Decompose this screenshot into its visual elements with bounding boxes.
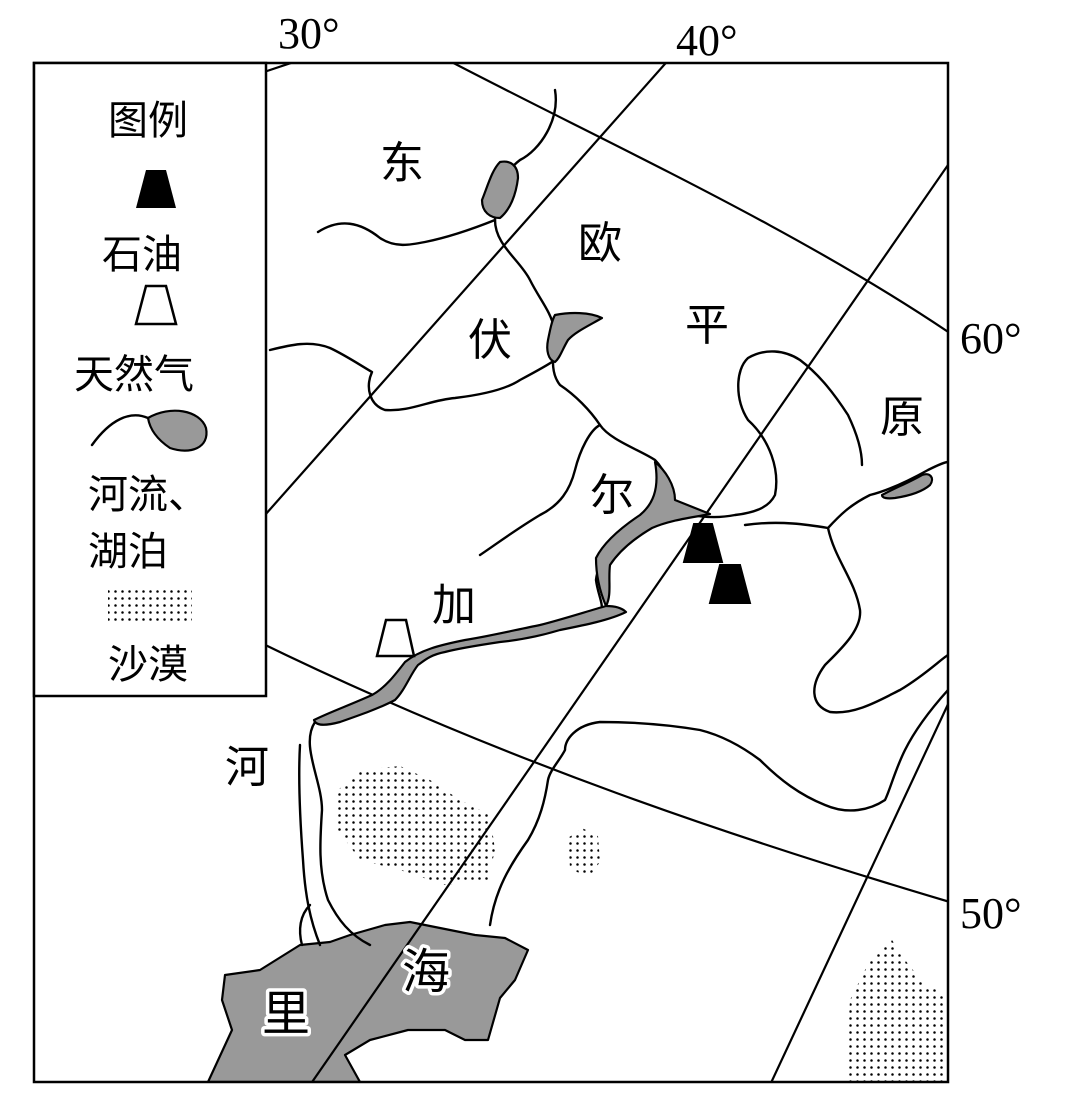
legend-desert-label: 沙漠 <box>108 642 188 688</box>
rybinsk-reservoir <box>480 160 520 220</box>
volga-delta-channel <box>297 743 322 947</box>
legend-gas-label: 天然气 <box>74 352 194 398</box>
latitude-label-50: 50° <box>960 889 1022 938</box>
tributary-ural <box>488 688 948 927</box>
label-hai: 海 <box>402 944 450 1000</box>
oil-field-symbol <box>682 523 724 563</box>
legend-oil-label: 石油 <box>102 232 182 278</box>
desert-area-central <box>338 766 495 885</box>
label-dong: 东 <box>380 138 424 189</box>
label-ou: 欧 <box>578 218 622 269</box>
longitude-label-30: 30° <box>278 9 340 58</box>
label-he: 河 <box>225 742 269 793</box>
legend-river-lake-label-1: 河流、 <box>88 472 208 518</box>
east-lake <box>880 473 934 500</box>
legend-title: 图例 <box>108 98 188 144</box>
gorky-reservoir <box>546 311 604 364</box>
gas-field-symbol <box>375 618 416 658</box>
legend-oil-icon <box>136 170 176 208</box>
legend-river-icon <box>90 414 150 447</box>
legend-river-lake-label-2: 湖泊 <box>88 529 168 575</box>
tributary-east <box>743 460 948 530</box>
volga-delta-channel-2 <box>298 903 312 947</box>
latitude-line-60 <box>451 63 948 334</box>
legend-gas-icon <box>134 284 178 326</box>
latitude-label-60: 60° <box>960 314 1022 363</box>
latitude-line-55 <box>254 639 948 903</box>
label-li: 里 <box>262 986 310 1042</box>
longitude-line-30 <box>264 63 668 516</box>
tributary-kama <box>666 350 864 519</box>
oil-field-symbol <box>708 564 752 604</box>
desert-area-southeast <box>845 940 948 1082</box>
longitude-line-40 <box>310 164 948 1082</box>
tributary-southeast-loop <box>813 526 948 714</box>
longitude-line-east <box>770 701 948 1082</box>
label-ping: 平 <box>685 300 729 351</box>
label-yuan: 原 <box>880 392 924 443</box>
longitude-label-40: 40° <box>676 16 738 65</box>
label-er: 尔 <box>590 470 634 521</box>
legend-lake-icon <box>146 409 208 452</box>
tributary-west-loop <box>478 423 602 557</box>
volgograd-reservoir <box>312 604 628 726</box>
label-fu: 伏 <box>468 315 512 366</box>
kuibyshev-reservoir <box>594 460 712 608</box>
desert-area-small <box>568 828 600 878</box>
legend-desert-icon <box>108 588 192 624</box>
tributary-north-west <box>316 218 497 247</box>
legend: 图例 石油 天然气 河流、 湖泊 沙漠 <box>32 61 268 698</box>
label-jia: 加 <box>432 580 476 631</box>
tributary-oka-west <box>268 342 557 412</box>
